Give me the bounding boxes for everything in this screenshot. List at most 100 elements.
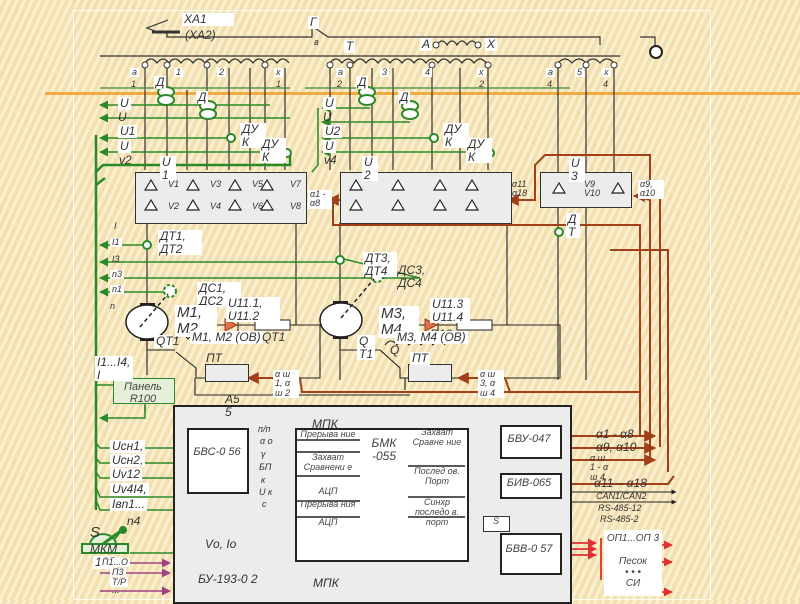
motor-bus-n3: n3 (110, 269, 125, 280)
panel-r100 (113, 378, 175, 404)
orange-rule (45, 92, 800, 95)
mpk-cell-adc: АЦП (318, 486, 338, 496)
mpk-bottom-label: МПК (313, 576, 339, 590)
output-si: СИ (625, 578, 641, 589)
tap-a1: а (130, 67, 140, 78)
rectifier-u3-label: U 3 (569, 157, 585, 183)
diode-v7: V7 (290, 179, 302, 189)
output-rs485-12: RS-485-12 (598, 503, 642, 513)
sensor-d1: Д (154, 75, 167, 89)
motor-m3-m4 (319, 278, 375, 339)
output-alpha-11-18: α11 – α18 (594, 476, 647, 490)
label-dt12: ДТ1, ДТ2 (158, 230, 202, 256)
output-alpha-1-8: α1 - α8 (596, 427, 634, 441)
bvs-056-label: БВС-0 56 (193, 446, 241, 458)
bus-label-u: U (118, 139, 131, 153)
bottom-input-p1: П1...О (100, 557, 131, 568)
label-qt1-left: QТ1 (154, 334, 180, 348)
s-switch-box (483, 516, 510, 532)
tap-x4: х (602, 67, 611, 78)
tap-terminals (141, 61, 618, 69)
output-rs485-2: RS-485-2 (600, 514, 639, 524)
tap-2: 2 (217, 67, 227, 78)
bvv-057-label: БВВ-0 57 (505, 543, 553, 555)
diode-v5: V5 (252, 179, 264, 189)
sensor-duk3: ДУ К (443, 123, 469, 149)
label-g: Г (308, 15, 319, 29)
output-op: ОП1...ОП 3 (606, 533, 660, 544)
tap-x2: х (477, 67, 486, 78)
motor-bus-i: I (114, 221, 117, 231)
bvs-056-block (187, 428, 249, 494)
label-s: S (90, 524, 101, 541)
bmk-055-block (295, 428, 469, 562)
sensor-duk2: ДУ К (260, 138, 286, 164)
bus-label-u1: U1 (118, 124, 138, 138)
label-mkm: МКМ (90, 542, 118, 556)
output-dots: • • • (624, 567, 642, 578)
output-alpha-9-10: α9, α10 (596, 440, 637, 454)
label-xa2: (ХА2) (185, 28, 216, 42)
bvs-out-c: с (262, 499, 267, 509)
sensor-duk4: ДУ К (466, 138, 492, 164)
mid-bus-label-u0: U (323, 96, 336, 110)
bus-label-uc: U (118, 110, 127, 124)
label-u11-12: U11.1, U11.2 (226, 297, 280, 323)
biv-065-block (500, 473, 562, 499)
label-v: в (314, 37, 319, 47)
bu-input-usn2: Uсн2, (110, 453, 146, 467)
mpk-top-label: МПК (312, 417, 338, 431)
sensor-d2: Д (196, 90, 209, 104)
sensor-d3: Д (356, 75, 369, 89)
motor-bus-i1: I1 (110, 237, 122, 248)
label-qt1-right: QТ1 (262, 330, 286, 344)
label-primary-x: Х (485, 37, 498, 51)
bvv-057-block (500, 533, 562, 575)
label-vo-io: Vо, Iо (205, 537, 237, 551)
diode-v8: V8 (290, 201, 302, 211)
bvs-out-pp: п/п (258, 424, 271, 434)
mid-bus-label-u2: U2 (323, 124, 343, 138)
tap-x4-sub: 4 (603, 79, 609, 89)
sensor-dt: Д Т (566, 213, 580, 239)
label-m34-field: М3, М4 (ОВ) (395, 330, 468, 344)
mpk-cell-sync-serial: Синхр последо в. порт (414, 497, 460, 527)
label-m12-field: М1, М2 (ОВ) (190, 330, 263, 344)
motor-m1-m2 (125, 293, 169, 341)
output-label-panel (604, 530, 662, 596)
tap-a1-sub: 1 (131, 79, 137, 89)
diode-v4: V4 (210, 201, 222, 211)
bvs-out-bp: БП (259, 462, 272, 472)
bu-193-label: БУ-193-0 2 (198, 572, 258, 586)
tap-5: 5 (575, 67, 585, 78)
label-primary-a: А (420, 37, 433, 51)
motor-bus-i3: I3 (112, 254, 120, 264)
mid-bus-label-uc: U (323, 110, 332, 124)
label-t: Т (344, 39, 356, 53)
label-i1-i4: I1...I4, I (95, 356, 133, 382)
bottom-input-more: ... (112, 585, 120, 595)
output-alpha-sh: α ш 1 - α ш 4 (590, 453, 609, 482)
tap-x-icon (474, 41, 482, 49)
tap-1: 1 (174, 67, 184, 78)
mpk-cell-capture: Захват Сравнени е (303, 452, 353, 472)
bmk-055-label: БМК -055 (371, 436, 397, 464)
bvu-047-label: БВУ-047 (507, 433, 551, 445)
rectifier-u1-label: U 1 (160, 156, 176, 182)
bottom-input-p3: П3 (110, 567, 126, 578)
tap-a2-sub: 2 (337, 79, 343, 89)
output-terminal-icon (649, 45, 663, 59)
green-bus-left (94, 135, 292, 510)
motor-bus-n1: n1 (110, 284, 125, 295)
mid-bus-label-v4: v4 (324, 153, 337, 167)
label-xa1: ХА1 (182, 13, 234, 26)
alpha-u1: α1 - α8 (308, 189, 332, 209)
bu-input-uv12: Uv12 (110, 467, 143, 481)
mpk-cell-interrupt: Прерыва ние (300, 429, 356, 439)
tap-a2: а (336, 67, 346, 78)
label-dc34: ДС3, ДС4 (398, 263, 426, 290)
